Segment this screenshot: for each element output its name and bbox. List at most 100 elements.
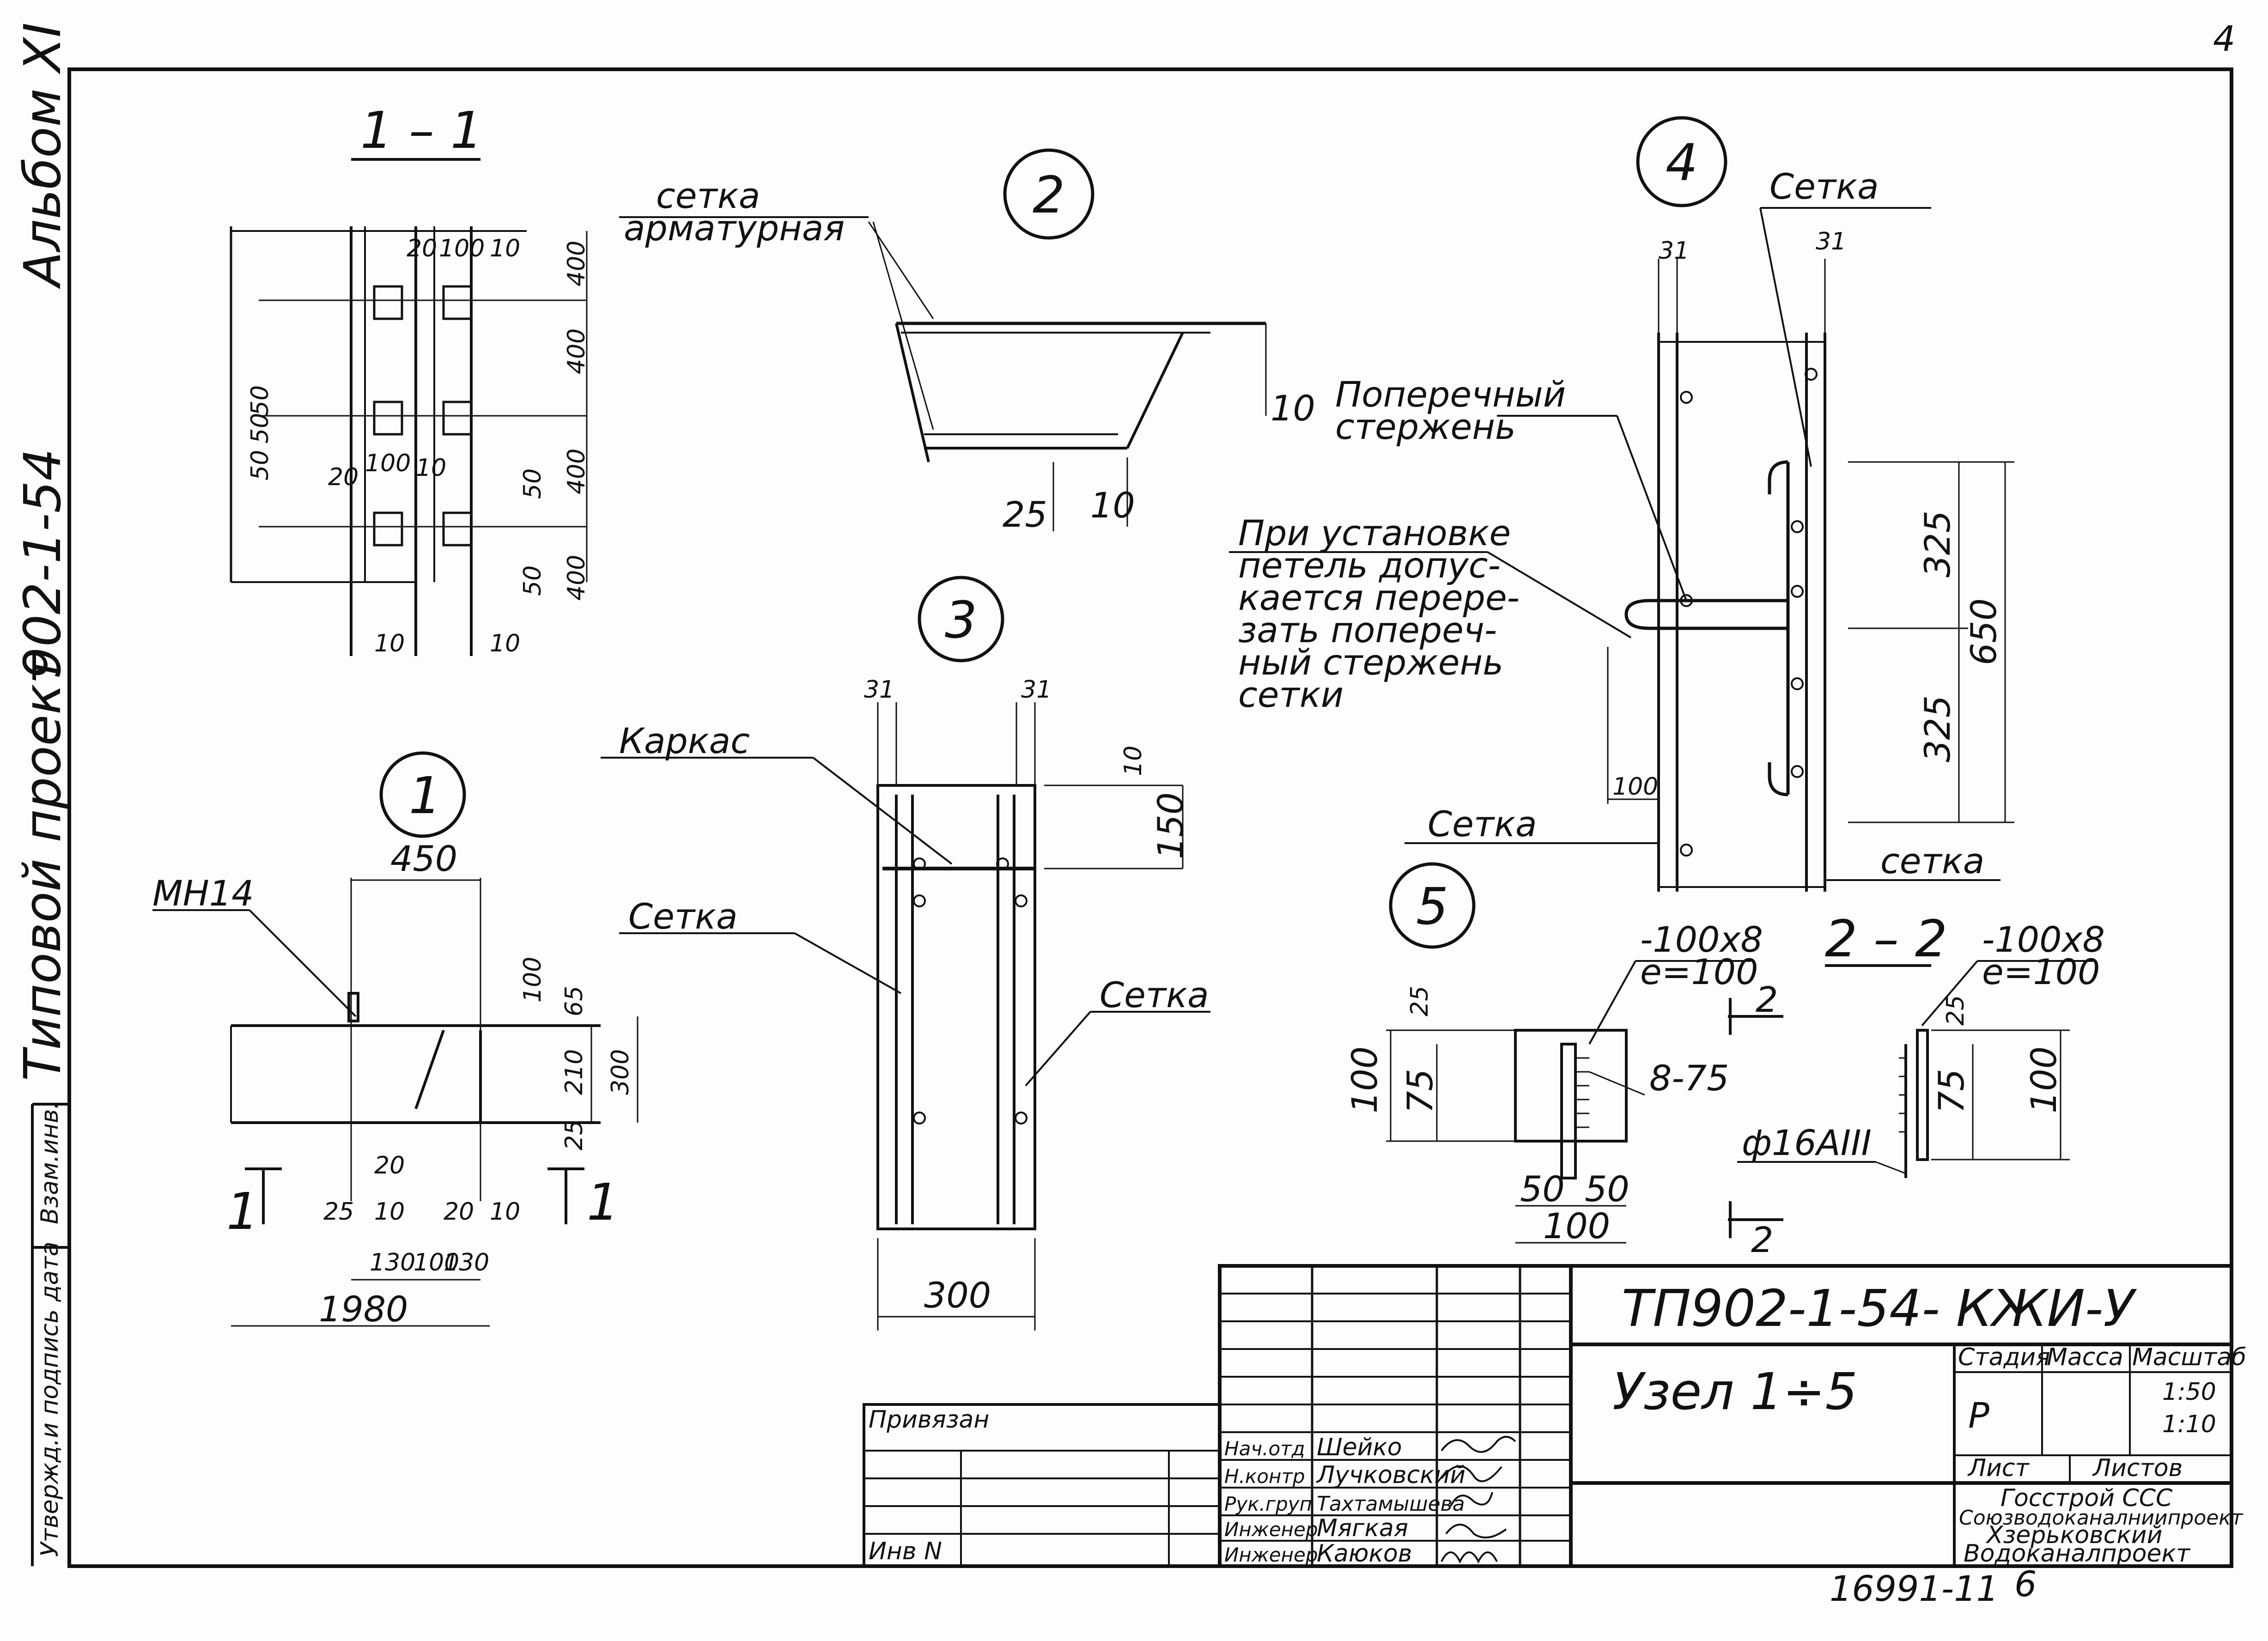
dim-node3-150: 150 xyxy=(1150,792,1191,859)
tb-scale-1: 1:50 xyxy=(2162,1378,2216,1406)
tb-bound-label: Привязан xyxy=(869,1406,989,1434)
dim-1-1-right-small-50-b: 50 xyxy=(519,565,547,596)
node-4-marker xyxy=(1636,116,1727,207)
view-node-4: 4 Сетка Поперечный стержень При установк… xyxy=(1229,116,2014,892)
dim-node1-450: 450 xyxy=(390,838,457,879)
dim-2-2-25: 25 xyxy=(1942,995,1970,1026)
tb-sheets-label: Листов xyxy=(2092,1454,2183,1482)
dim-1-1-top-10: 10 xyxy=(490,235,520,262)
dim-node1-100-b: 100 xyxy=(413,1249,459,1276)
dim-1-1-right-400-c: 400 xyxy=(563,449,590,494)
dim-node4-325-bottom: 325 xyxy=(1917,695,1958,762)
dim-1-1-left-50-c: 50 xyxy=(246,450,274,480)
node-5-plate-line2: е=100 xyxy=(1640,951,1758,992)
dim-node1-300: 300 xyxy=(607,1049,634,1095)
tb-sheet-label: Лист xyxy=(1967,1454,2030,1482)
node-4-note-line4: зать попереч- xyxy=(1238,609,1497,650)
view-node-5: 5 -100x8 е=100 8-75 25 100 75 50 50 100 … xyxy=(1344,862,1783,1260)
node-2-label-line2: арматурная xyxy=(624,207,845,249)
svg-text:2: 2 xyxy=(1033,165,1065,225)
tb-org-line3: Хзерьковский xyxy=(1985,1521,2162,1549)
view-node-2: 2 сетка арматурная 10 25 10 xyxy=(619,148,1315,535)
node-4-label-mesh-top: Сетка xyxy=(1769,166,1879,207)
node-4-label-bar-line1: Поперечный xyxy=(1335,374,1566,415)
signature-4 xyxy=(1445,1524,1507,1538)
tb-header-stage: Стадия xyxy=(1958,1343,2050,1371)
dim-1-1-mid-10: 10 xyxy=(416,454,446,482)
node-3-label-frame: Каркас xyxy=(619,720,750,761)
section-mark-2-top: 2 xyxy=(1756,979,1778,1020)
side-label-signature: Утвержд.и подпись дата xyxy=(36,1241,64,1557)
page-corner-number: 4 xyxy=(2213,18,2235,59)
node-1-mark-label: МН14 xyxy=(152,873,254,914)
tb-staff-role-1: Нач.отд xyxy=(1224,1437,1305,1460)
title-block: Привязан Инв N ТП902-1-54- КЖИ-У У xyxy=(863,1264,2246,1568)
section-1-1-title: 1 – 1 xyxy=(360,101,483,160)
tb-org-line4: Водоканалпроект xyxy=(1964,1540,2191,1568)
dim-node1-210: 210 xyxy=(560,1049,588,1095)
dim-node1-100: 100 xyxy=(519,957,547,1003)
signature-1 xyxy=(1441,1436,1516,1453)
section-2-2-plate-line2: е=100 xyxy=(1982,951,2100,992)
dim-node5-50-b: 50 xyxy=(1585,1168,1630,1209)
footer-archive-no: 16991-11 xyxy=(1830,1568,1999,1609)
node-3-marker xyxy=(918,576,1004,662)
dim-node1-130-b: 130 xyxy=(444,1249,489,1276)
dim-node3-31-right: 31 xyxy=(1021,676,1052,704)
node-3-label-mesh-left: Сетка xyxy=(628,896,738,937)
dim-node5-100: 100 xyxy=(1344,1046,1385,1113)
dim-2-2-75: 75 xyxy=(1931,1069,1972,1113)
dim-node4-31-left: 31 xyxy=(1659,237,1689,265)
node-5-plate-line1: -100x8 xyxy=(1640,919,1763,960)
dim-1-1-bottom-10-a: 10 xyxy=(374,630,405,657)
section-mark-2-bottom: 2 xyxy=(1751,1219,1773,1260)
signature-3 xyxy=(1450,1492,1493,1507)
view-section-1-1: 1 – 1 20 100 10 400 400 400 400 50 50 50… xyxy=(230,101,590,657)
tb-scale-2: 1:10 xyxy=(2162,1410,2216,1438)
dim-node2-10-bottom: 10 xyxy=(1090,485,1135,526)
node-4-label-mesh-bottom-left: Сетка xyxy=(1428,803,1537,845)
dim-1-1-left-50-a: 50 xyxy=(246,385,274,416)
node-4-label-bar-line2: стержень xyxy=(1335,406,1516,447)
dim-node4-650: 650 xyxy=(1963,598,2004,665)
section-2-2-title: 2 – 2 xyxy=(1825,909,1947,968)
node-5-label-bolts: 8-75 xyxy=(1649,1058,1729,1099)
footer-page-no: 6 xyxy=(2014,1563,2037,1605)
dim-node4-325-top: 325 xyxy=(1917,511,1958,577)
dim-node3-10: 10 xyxy=(1119,746,1147,776)
section-2-2-plate-line1: -100x8 xyxy=(1982,919,2105,960)
dim-node1-25-right: 25 xyxy=(560,1120,588,1150)
signature-2 xyxy=(1441,1465,1502,1483)
dim-1-1-right-400-d: 400 xyxy=(563,555,590,601)
signature-5 xyxy=(1441,1551,1498,1564)
node-5-marker xyxy=(1389,862,1476,949)
dim-1-1-right-400-a: 400 xyxy=(563,241,590,286)
dim-node5-25: 25 xyxy=(1406,986,1434,1016)
side-type-project: Типовой проект xyxy=(13,653,72,1081)
dim-1-1-top-100: 100 xyxy=(439,235,485,262)
dim-2-2-100: 100 xyxy=(2023,1046,2064,1113)
dim-node4-100: 100 xyxy=(1612,773,1658,801)
dim-node1-20: 20 xyxy=(444,1198,474,1226)
node-4-label-mesh-bottom-right: сетка xyxy=(1880,840,1984,881)
tb-staff-role-2: Н.контр xyxy=(1224,1465,1305,1488)
side-label-replace: Взам.инв. xyxy=(36,1101,64,1224)
tb-header-mass: Масса xyxy=(2047,1343,2123,1371)
svg-text:4: 4 xyxy=(1666,133,1698,192)
dim-1-1-top-20: 20 xyxy=(407,235,437,262)
tb-staff-name-3: Тахтамышева xyxy=(1317,1492,1465,1516)
section-mark-1-right: 1 xyxy=(587,1173,619,1232)
tb-staff-role-3: Рук.груп xyxy=(1224,1493,1312,1515)
tb-staff-name-5: Каюков xyxy=(1317,1540,1412,1568)
dim-node3-31-left: 31 xyxy=(864,676,894,704)
node-4-note-line2: петель допус- xyxy=(1238,545,1501,586)
tb-org-line1: Госстрой ССС xyxy=(2000,1484,2173,1512)
dim-1-1-mid-20: 20 xyxy=(328,463,359,491)
section-2-2-label-rebar: ф16АIII xyxy=(1742,1122,1872,1163)
dim-node5-75: 75 xyxy=(1399,1069,1441,1113)
node-1-marker xyxy=(379,751,466,838)
view-section-2-2: 2 – 2 -100x8 е=100 ф16АIII 25 75 100 xyxy=(1737,909,2105,1178)
side-project-no: 902-1-54 xyxy=(13,449,72,679)
dim-1-1-left-50-b: 50 xyxy=(246,413,274,444)
